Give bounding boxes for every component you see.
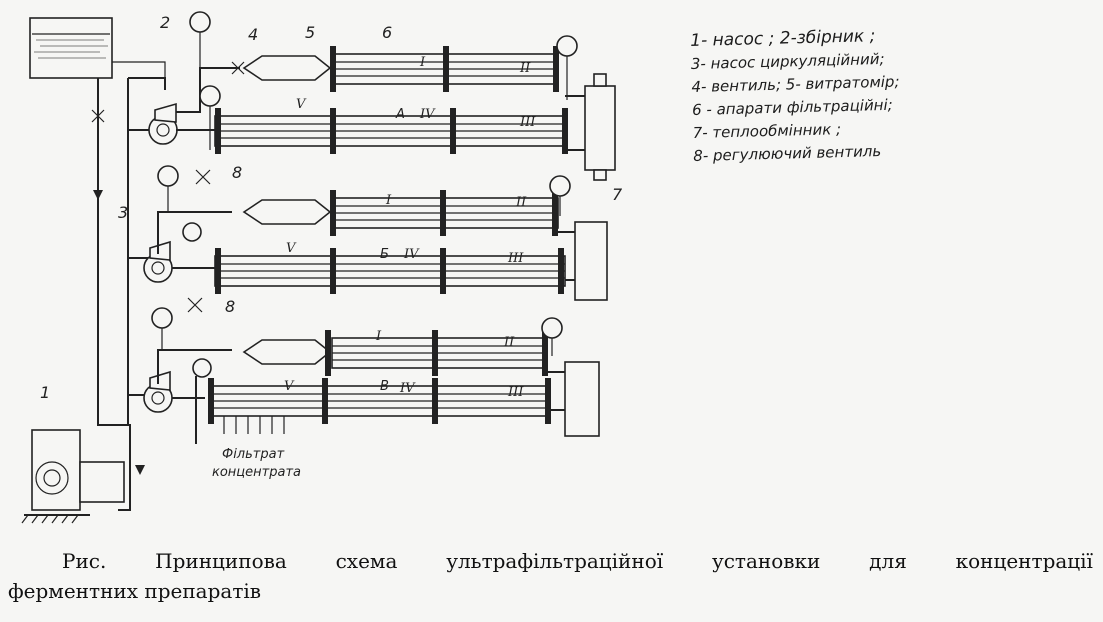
svg-text:V: V	[286, 241, 297, 256]
svg-text:III: III	[507, 251, 524, 266]
svg-text:концентрата: концентрата	[212, 465, 301, 480]
callout-3: 3	[118, 203, 128, 222]
svg-text:II: II	[519, 61, 531, 76]
svg-text:V: V	[296, 97, 307, 112]
svg-text:I: I	[385, 193, 392, 208]
callout-2: 2	[160, 13, 170, 32]
filtrate-label: Фільтрат концентрата	[212, 447, 301, 480]
section-c	[143, 307, 600, 444]
section-letters: А Б В	[380, 107, 405, 394]
callout-4: 4	[248, 25, 258, 44]
main-pump	[21, 429, 125, 524]
svg-text:IV: IV	[403, 247, 420, 262]
svg-text:IV: IV	[399, 381, 416, 396]
svg-text:Фільтрат: Фільтрат	[222, 447, 285, 462]
module-numerals: I II V IV III I II V IV III I II V IV II…	[284, 55, 536, 400]
section-b	[143, 165, 608, 301]
legend: 1- насос ; 2-збірник ; 3- насос циркуляц…	[690, 20, 1093, 168]
svg-text:II: II	[515, 195, 527, 210]
label-b: Б	[380, 247, 389, 262]
figure-caption: Рис. Принципова схема ультрафільтраційно…	[8, 546, 1093, 606]
section-a	[148, 11, 616, 181]
callout-6: 6	[382, 23, 392, 42]
callout-8a: 8	[232, 163, 242, 182]
callout-8b: 8	[225, 297, 235, 316]
regulating-valves	[187, 169, 211, 313]
svg-text:III: III	[507, 385, 524, 400]
label-a: А	[395, 107, 405, 122]
svg-text:III: III	[519, 115, 536, 130]
callout-5: 5	[305, 23, 315, 42]
callout-labels: 2 4 5 6 3 7 8 8 1	[40, 13, 623, 402]
svg-text:V: V	[284, 379, 295, 394]
caption-line-2: ферментних препаратів	[8, 579, 262, 603]
callout-7: 7	[612, 185, 623, 204]
svg-text:IV: IV	[419, 107, 436, 122]
ultrafiltration-scheme: 2 4 5 6 3 7 8 8 1 А Б В I II V IV III I …	[21, 11, 623, 524]
svg-text:II: II	[503, 335, 515, 350]
label-c: В	[380, 379, 389, 394]
svg-text:I: I	[375, 329, 382, 344]
caption-line-1: Рис. Принципова схема ультрафільтраційно…	[62, 549, 1093, 573]
storage-tank	[29, 17, 113, 79]
svg-text:I: I	[419, 55, 426, 70]
callout-1: 1	[40, 383, 50, 402]
